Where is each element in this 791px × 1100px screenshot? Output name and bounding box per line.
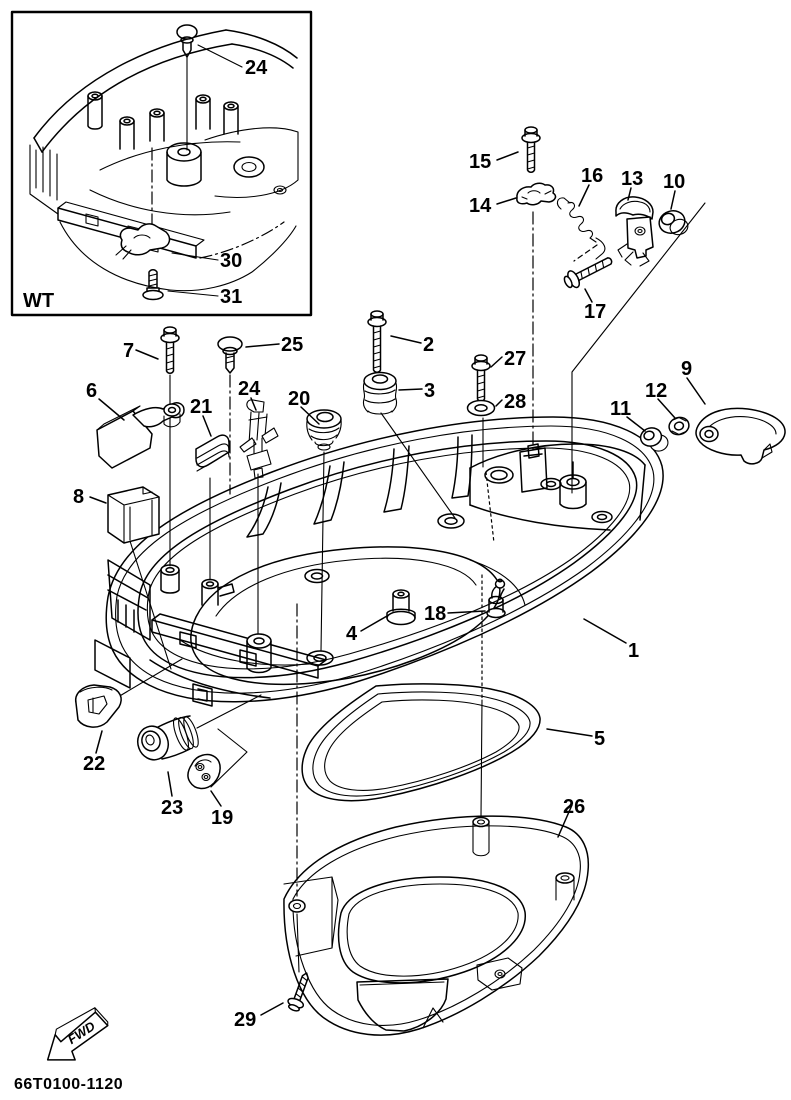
inset-clamp-30-drawing — [115, 223, 171, 260]
grommet-3-drawing — [362, 371, 398, 415]
bolt-7-drawing — [160, 326, 180, 374]
roller-23-drawing — [137, 715, 199, 761]
bushing-10-drawing — [658, 210, 689, 236]
inset-studs — [87, 91, 239, 150]
hull-latch-bar — [151, 613, 327, 707]
callout-12: 12 — [645, 380, 667, 402]
callout-15: 15 — [469, 151, 491, 173]
fwd-direction-arrow: FWD — [46, 1007, 109, 1061]
hull-bosses — [160, 564, 334, 674]
washer-28-drawing — [466, 399, 496, 417]
callout-31: 31 — [220, 286, 242, 308]
bushing-11-drawing — [639, 427, 669, 452]
callout-11: 11 — [610, 398, 631, 420]
bolt-27-drawing — [471, 354, 491, 402]
washer-12-drawing — [668, 416, 690, 436]
lever-9-drawing — [695, 407, 786, 465]
clip-24-drawing — [239, 399, 279, 479]
callout-29: 29 — [234, 1009, 256, 1031]
callout-9: 9 — [681, 358, 692, 380]
callout-1: 1 — [628, 640, 639, 662]
inset-wt-label: WT — [23, 290, 54, 312]
bracket-13-drawing — [615, 196, 654, 267]
callout-3: 3 — [424, 380, 435, 402]
callout-26: 26 — [563, 796, 585, 818]
callout-25: 25 — [281, 334, 303, 356]
callout-leader-lines — [89, 151, 706, 1016]
callout-19: 19 — [211, 807, 233, 829]
callout-24: 24 — [238, 378, 261, 400]
stem-18-drawing — [486, 578, 506, 619]
callout-14: 14 — [469, 195, 492, 217]
boss-4-drawing — [386, 589, 416, 626]
screw-29-drawing — [287, 972, 309, 1012]
callout-28: 28 — [504, 391, 526, 413]
inset-detail-box — [10, 10, 313, 317]
callout-27: 27 — [504, 348, 526, 370]
screw-25-drawing — [217, 336, 243, 374]
diagram-code: 66T0100-1120 — [14, 1076, 123, 1093]
callout-21: 21 — [190, 396, 212, 418]
clamp-14-drawing — [516, 182, 557, 206]
cap-22-drawing — [74, 684, 122, 728]
callout-6: 6 — [86, 380, 97, 402]
callout-13: 13 — [621, 168, 643, 190]
hull-left-flange — [94, 559, 271, 699]
callout-20: 20 — [288, 388, 310, 410]
callout-5: 5 — [594, 728, 605, 750]
callout-10: 10 — [663, 171, 685, 193]
callout-17: 17 — [584, 301, 606, 323]
inset-pin-24-drawing — [176, 24, 198, 58]
callout-8: 8 — [73, 486, 84, 508]
callout-24-inset: 24 — [245, 57, 268, 79]
callout-4: 4 — [346, 623, 358, 645]
bolt-15-drawing — [521, 126, 541, 173]
bottom-cowling-drawing — [94, 416, 664, 707]
assembly-connector-lines — [117, 202, 706, 897]
callout-22: 22 — [83, 753, 105, 775]
callout-18: 18 — [424, 603, 446, 625]
inset-bolt-31-drawing — [142, 269, 164, 301]
callout-2: 2 — [423, 334, 434, 356]
callout-30: 30 — [220, 250, 242, 272]
bolt-17-drawing — [563, 257, 613, 289]
lower-cowling-26-drawing — [283, 815, 590, 1036]
damper-21-drawing — [195, 434, 230, 472]
bolt-2-drawing — [367, 310, 387, 373]
callout-23: 23 — [161, 797, 183, 819]
lever-6-drawing — [96, 402, 185, 469]
seal-rubber-5-drawing — [301, 683, 541, 802]
spring-16-drawing — [556, 197, 606, 260]
hull-rear-platform — [437, 443, 646, 531]
grommet-20-drawing — [306, 409, 342, 451]
callout-16: 16 — [581, 165, 603, 187]
callout-labels: 24 30 31 WT 15 14 16 13 10 17 7 25 2 27 … — [23, 57, 692, 1031]
seal-block-8-drawing — [107, 486, 160, 544]
callout-7: 7 — [123, 340, 134, 362]
plate-19-drawing — [187, 753, 221, 790]
